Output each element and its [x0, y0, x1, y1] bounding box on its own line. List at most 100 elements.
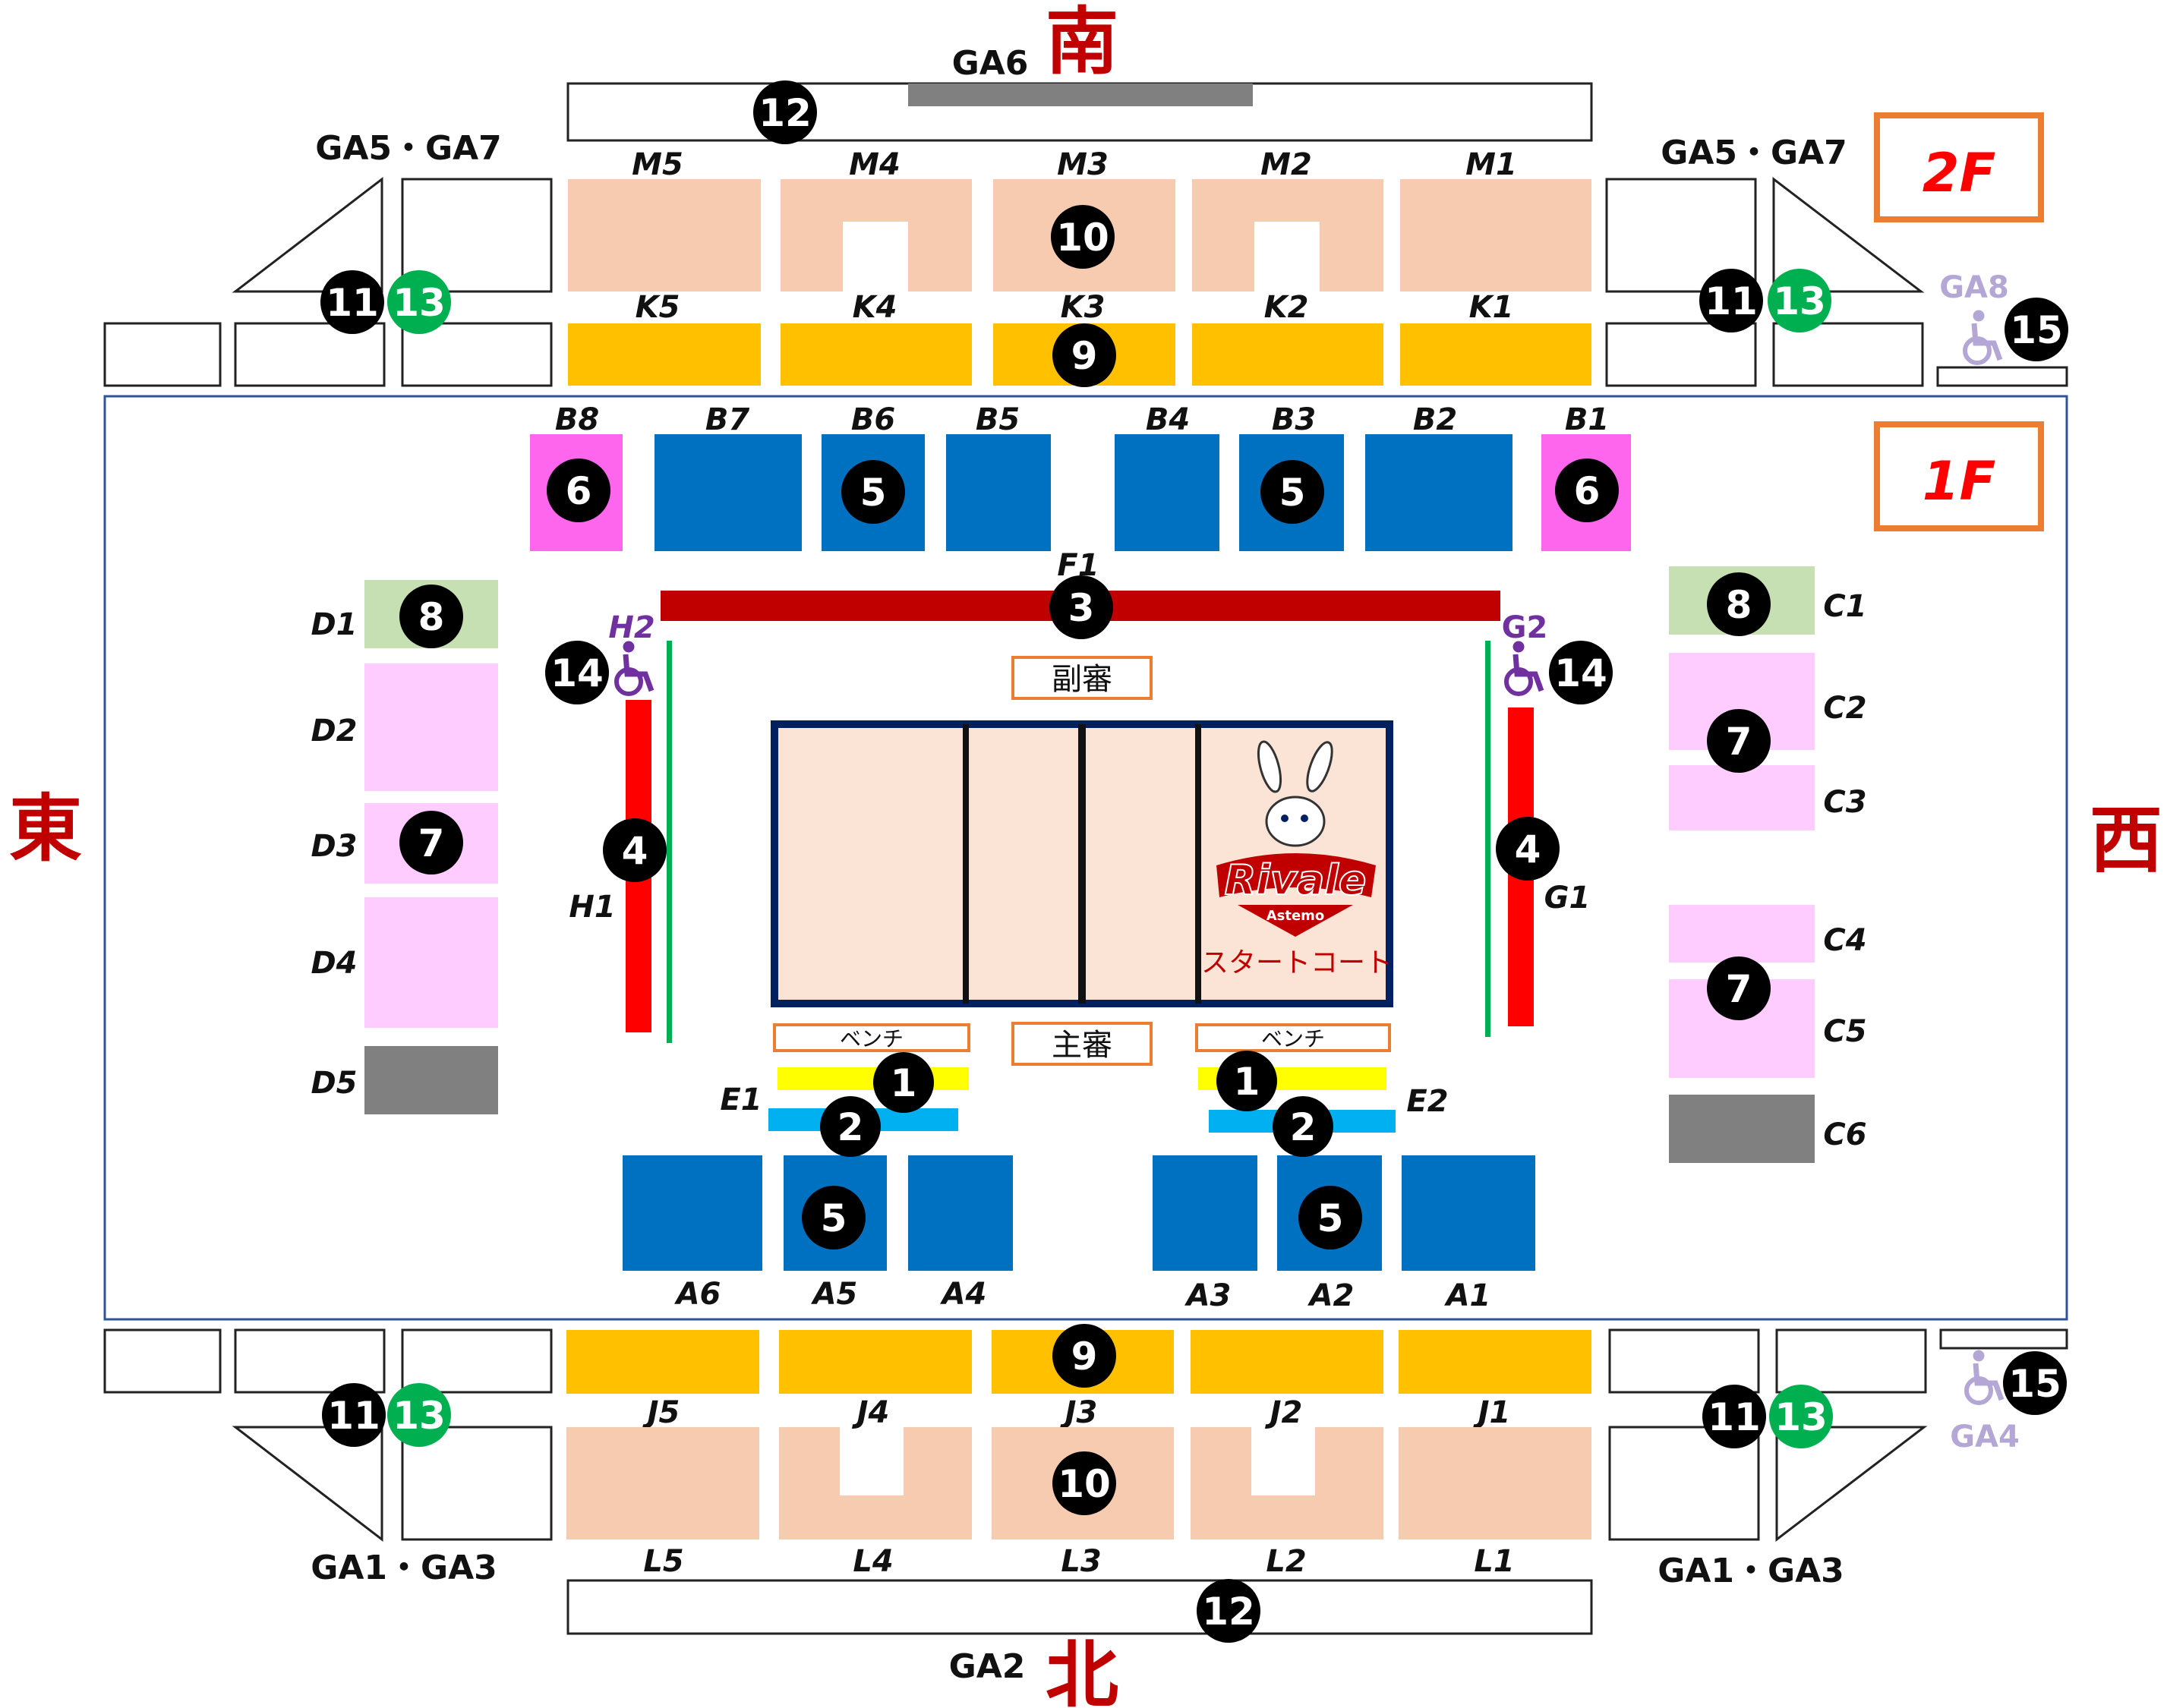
section-L4[interactable] — [779, 1427, 972, 1539]
corner-block-sw-1[interactable] — [103, 322, 222, 387]
section-E1-front[interactable] — [778, 1067, 969, 1090]
wheelchair-icon — [1504, 641, 1544, 696]
badge-12: 12 — [753, 80, 817, 144]
corner-block-ne-2[interactable] — [1775, 1328, 1927, 1394]
ga4-area[interactable] — [1939, 1328, 2068, 1350]
section-D2-label: D2 — [311, 714, 357, 748]
section-C4[interactable] — [1669, 905, 1815, 963]
section-J1[interactable] — [1399, 1330, 1591, 1394]
section-E1-label: E1 — [720, 1082, 762, 1117]
badge-1: 1 — [873, 1052, 934, 1113]
ga8-area[interactable] — [1936, 366, 2068, 387]
section-L2[interactable] — [1191, 1427, 1383, 1539]
corner-block-nw-triangle[interactable] — [232, 1426, 383, 1543]
section-L4-label: L4 — [853, 1544, 893, 1579]
corner-block-se-1[interactable] — [1605, 322, 1757, 387]
corner-block-nw-3[interactable] — [401, 1328, 553, 1394]
badge-7: 7 — [1707, 956, 1771, 1020]
svg-text:6: 6 — [566, 469, 592, 513]
section-A6[interactable] — [623, 1155, 762, 1271]
corner-block-ne-1[interactable] — [1608, 1328, 1760, 1394]
corner-block-nw-square[interactable] — [401, 1426, 553, 1541]
badge-7: 7 — [399, 811, 463, 874]
direction-north: 北 — [1046, 1633, 1118, 1708]
section-G2-label: G2 — [1502, 610, 1548, 645]
badge-3: 3 — [1049, 575, 1113, 639]
corner-block-nw-2[interactable] — [234, 1328, 386, 1394]
corner-block-nw-1[interactable] — [103, 1328, 222, 1394]
section-M2-label: M2 — [1260, 147, 1312, 182]
ga2-standing-area[interactable] — [566, 1579, 1593, 1635]
svg-text:12: 12 — [759, 91, 812, 135]
start-court-label: スタートコート — [1201, 947, 1393, 978]
section-B4-label: B4 — [1146, 402, 1190, 437]
corner-block-se-2[interactable] — [1772, 322, 1924, 387]
section-M5[interactable] — [568, 179, 761, 291]
corner-block-sw-2[interactable] — [234, 322, 386, 387]
section-L5-label: L5 — [643, 1544, 683, 1579]
section-B5[interactable] — [946, 434, 1051, 551]
badge-13: 13 — [1769, 1385, 1833, 1448]
section-M1[interactable] — [1400, 179, 1591, 291]
section-A1[interactable] — [1402, 1155, 1535, 1271]
section-K4[interactable] — [781, 323, 972, 386]
floor-1f-border — [103, 395, 2068, 1321]
section-D5[interactable] — [364, 1046, 498, 1114]
badge-13: 13 — [1768, 269, 1831, 332]
svg-text:5: 5 — [860, 471, 887, 515]
section-B8-label: B8 — [555, 402, 599, 437]
ga2-label: GA2 — [949, 1647, 1026, 1686]
badge-13: 13 — [387, 1383, 451, 1447]
section-J4[interactable] — [779, 1330, 972, 1394]
section-K5[interactable] — [568, 323, 761, 386]
corner-block-ne-triangle[interactable] — [1775, 1426, 1928, 1543]
svg-text:2: 2 — [1290, 1105, 1317, 1149]
section-K2[interactable] — [1192, 323, 1383, 386]
section-D4-label: D4 — [311, 946, 357, 981]
section-L5[interactable] — [566, 1427, 759, 1539]
section-J2[interactable] — [1191, 1330, 1383, 1394]
svg-text:10: 10 — [1058, 1462, 1111, 1506]
section-D2[interactable] — [364, 663, 498, 791]
badge-11: 11 — [1702, 1385, 1766, 1448]
section-M4-label: M4 — [849, 147, 901, 182]
badge-2: 2 — [1273, 1096, 1333, 1157]
section-C6[interactable] — [1669, 1095, 1815, 1163]
section-A3[interactable] — [1153, 1155, 1257, 1271]
section-A3-label: A3 — [1184, 1278, 1232, 1313]
section-D4[interactable] — [364, 897, 498, 1028]
corner-block-sw-3[interactable] — [401, 322, 553, 387]
corner-block-sw-triangle[interactable] — [232, 176, 383, 293]
section-J3-label: J3 — [1060, 1395, 1098, 1430]
section-C2-label: C2 — [1823, 691, 1866, 726]
wheelchair-icon — [1964, 1350, 2005, 1405]
section-L1-label: L1 — [1474, 1544, 1514, 1579]
badge-8: 8 — [399, 585, 463, 648]
section-M4[interactable] — [781, 179, 972, 291]
section-D1-label: D1 — [311, 607, 357, 642]
svg-text:15: 15 — [2010, 308, 2063, 352]
section-C3[interactable] — [1669, 765, 1815, 830]
ga6-label: GA6 — [952, 44, 1029, 83]
section-B7[interactable] — [655, 434, 802, 551]
section-A4[interactable] — [908, 1155, 1013, 1271]
section-A6-label: A6 — [674, 1277, 721, 1312]
section-B4[interactable] — [1115, 434, 1219, 551]
section-C4-label: C4 — [1823, 923, 1866, 958]
svg-text:13: 13 — [393, 281, 446, 325]
ga5-ga7-left-label: GA5・GA7 — [315, 129, 502, 168]
rivale-logo-sub: Astemo — [1266, 908, 1325, 924]
bench-left-label: ベンチ — [840, 1026, 904, 1051]
section-A5-label: A5 — [811, 1277, 858, 1312]
section-M2[interactable] — [1192, 179, 1383, 291]
corner-block-se-triangle[interactable] — [1772, 176, 1925, 293]
svg-text:5: 5 — [1279, 471, 1306, 515]
section-K1-label: K1 — [1469, 290, 1514, 325]
section-K1[interactable] — [1400, 323, 1591, 386]
section-L1[interactable] — [1399, 1427, 1591, 1539]
section-J5[interactable] — [566, 1330, 759, 1394]
section-C1-label: C1 — [1823, 589, 1866, 624]
section-B2[interactable] — [1365, 434, 1512, 551]
badge-6: 6 — [547, 459, 610, 522]
